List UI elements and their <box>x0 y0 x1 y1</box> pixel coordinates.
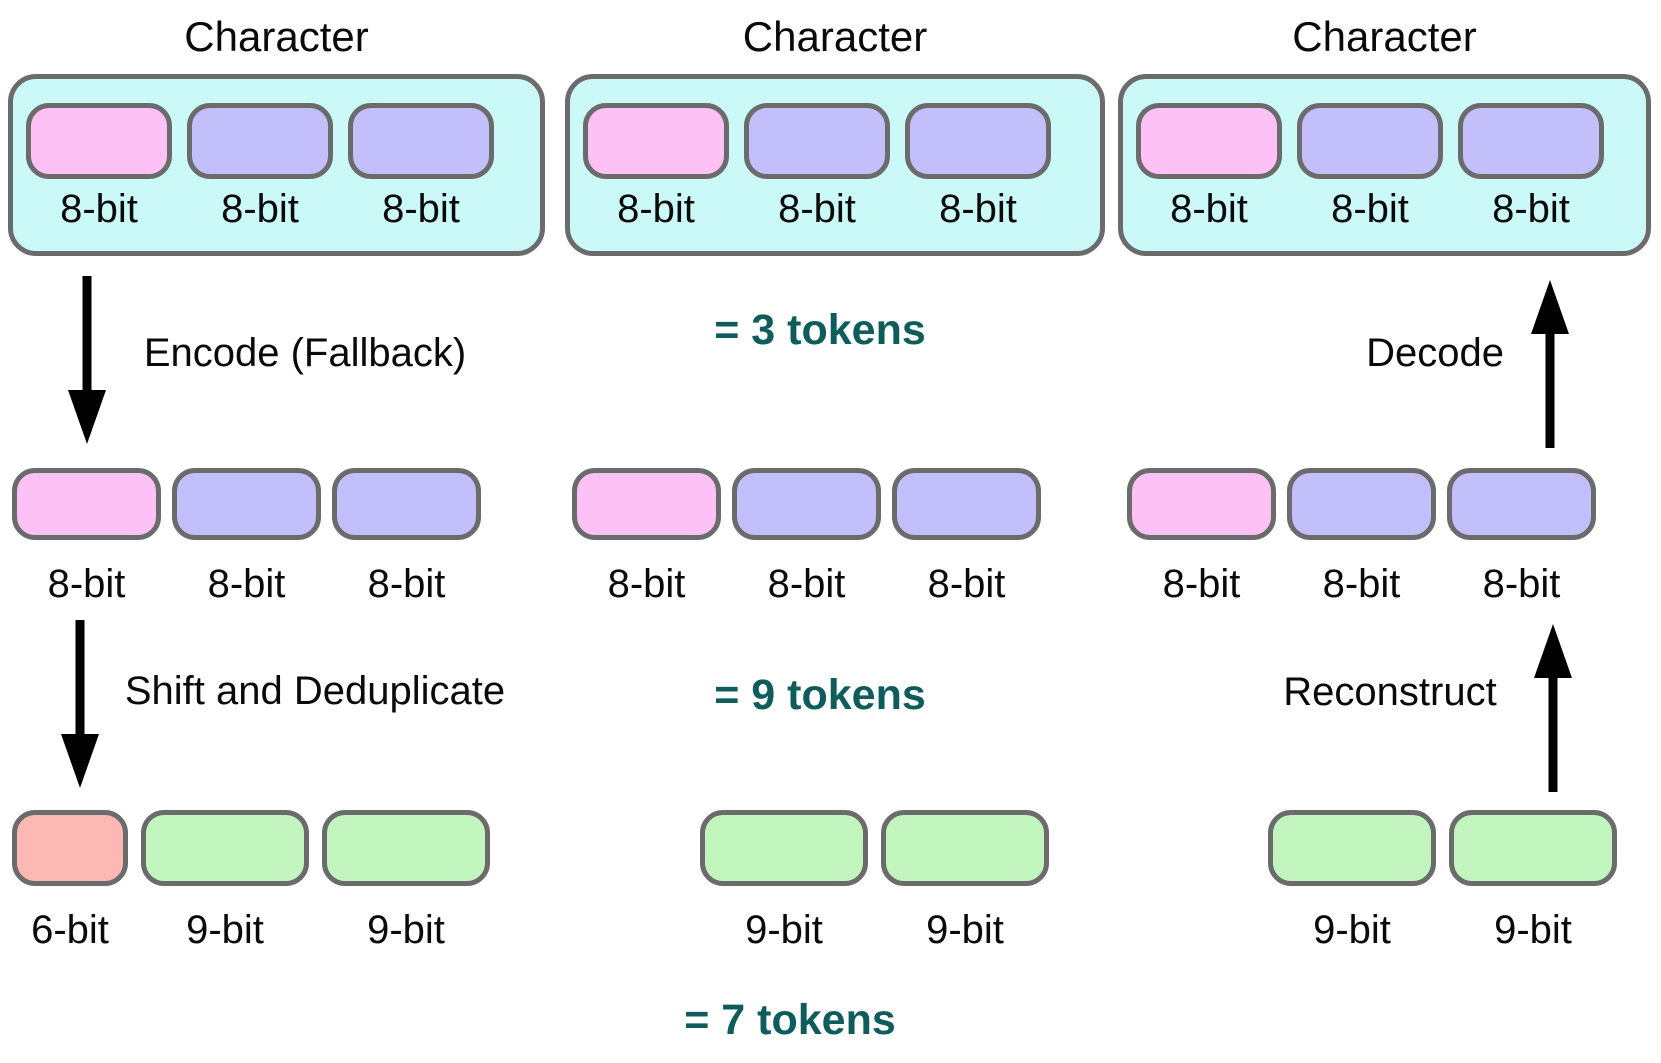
byte-group: 8-bit 8-bit 8-bit <box>572 468 1041 607</box>
byte-group: 9-bit 9-bit <box>700 810 1049 953</box>
byte-pill-label: 9-bit <box>1313 908 1391 952</box>
byte-pill <box>348 103 494 179</box>
byte-cell: 8-bit <box>1287 468 1436 607</box>
byte-group: 8-bit 8-bit 8-bit <box>12 468 481 607</box>
byte-cell: 8-bit <box>583 103 729 232</box>
character-box: 8-bit 8-bit 8-bit <box>1118 74 1651 256</box>
byte-cell: 8-bit <box>1458 103 1604 232</box>
byte-cell: 8-bit <box>187 103 333 232</box>
byte-pill <box>26 103 172 179</box>
byte-cell: 8-bit <box>1297 103 1443 232</box>
byte-cell: 8-bit <box>572 468 721 607</box>
byte-pill <box>892 468 1041 540</box>
shift-arrow-icon <box>61 620 99 788</box>
byte-pill <box>881 810 1049 886</box>
byte-pill <box>1449 810 1617 886</box>
decode-arrow-icon <box>1531 280 1569 448</box>
byte-cell: 8-bit <box>1136 103 1282 232</box>
byte-group: 8-bit 8-bit 8-bit <box>1127 468 1596 607</box>
byte-cell: 9-bit <box>322 810 490 953</box>
byte-pill <box>1287 468 1436 540</box>
byte-pill-label: 8-bit <box>1492 187 1570 231</box>
byte-cell: 8-bit <box>892 468 1041 607</box>
byte-pill <box>583 103 729 179</box>
reconstruct-arrow-icon <box>1534 624 1572 792</box>
character-box: 8-bit 8-bit 8-bit <box>565 74 1105 256</box>
byte-pill-label: 8-bit <box>1482 562 1561 606</box>
byte-cell: 8-bit <box>12 468 161 607</box>
encode-arrow-label: Encode (Fallback) <box>143 331 467 375</box>
byte-cell: 9-bit <box>1449 810 1617 953</box>
byte-pill-label: 9-bit <box>926 908 1004 952</box>
character-box: 8-bit 8-bit 8-bit <box>8 74 545 256</box>
byte-pill-label: 8-bit <box>207 562 286 606</box>
byte-pill-label: 8-bit <box>382 187 460 231</box>
byte-pill <box>1458 103 1604 179</box>
byte-pill-label: 8-bit <box>1162 562 1241 606</box>
byte-pill <box>744 103 890 179</box>
byte-pill <box>172 468 321 540</box>
byte-pill-label: 6-bit <box>31 908 109 952</box>
character-title: Character <box>742 13 928 60</box>
byte-pill <box>1447 468 1596 540</box>
reconstruct-arrow-label: Reconstruct <box>1283 670 1497 714</box>
byte-pill-label: 8-bit <box>60 187 138 231</box>
byte-pill-label: 8-bit <box>1170 187 1248 231</box>
byte-pill-label: 9-bit <box>1494 908 1572 952</box>
byte-cell: 9-bit <box>141 810 309 953</box>
byte-pill-label: 9-bit <box>745 908 823 952</box>
byte-pill <box>12 810 128 886</box>
byte-pill-label: 9-bit <box>186 908 264 952</box>
byte-pill-label: 9-bit <box>367 908 445 952</box>
byte-pill <box>1136 103 1282 179</box>
byte-pill-label: 8-bit <box>367 562 446 606</box>
byte-pill <box>322 810 490 886</box>
byte-cell: 8-bit <box>744 103 890 232</box>
shift-arrow-label: Shift and Deduplicate <box>124 669 506 713</box>
encode-arrow-icon <box>68 276 106 444</box>
byte-cell: 8-bit <box>26 103 172 232</box>
character-title: Character <box>1292 13 1477 60</box>
byte-pill <box>1127 468 1276 540</box>
byte-group: 9-bit 9-bit <box>1268 810 1617 953</box>
byte-pill <box>1297 103 1443 179</box>
byte-cell: 8-bit <box>1447 468 1596 607</box>
byte-cell: 9-bit <box>700 810 868 953</box>
byte-cell: 8-bit <box>1127 468 1276 607</box>
byte-pill-label: 8-bit <box>1331 187 1409 231</box>
byte-cell: 9-bit <box>881 810 1049 953</box>
byte-pill-label: 8-bit <box>47 562 126 606</box>
byte-cell: 8-bit <box>332 468 481 607</box>
byte-pill-label: 8-bit <box>939 187 1017 231</box>
byte-cell: 9-bit <box>1268 810 1436 953</box>
byte-pill <box>905 103 1051 179</box>
byte-pill <box>1268 810 1436 886</box>
byte-pill <box>700 810 868 886</box>
byte-pill <box>12 468 161 540</box>
byte-pill <box>141 810 309 886</box>
byte-cell: 8-bit <box>905 103 1051 232</box>
token-count-top: = 3 tokens <box>714 306 926 354</box>
byte-pill-label: 8-bit <box>617 187 695 231</box>
byte-pill-label: 8-bit <box>607 562 686 606</box>
byte-group: 6-bit 9-bit 9-bit <box>12 810 490 953</box>
token-count-middle: = 9 tokens <box>714 671 926 719</box>
byte-pill <box>332 468 481 540</box>
byte-pill-label: 8-bit <box>767 562 846 606</box>
decode-arrow-label: Decode <box>1366 331 1504 375</box>
byte-pill-label: 8-bit <box>221 187 299 231</box>
character-title: Character <box>184 13 369 60</box>
byte-pill <box>572 468 721 540</box>
byte-cell: 8-bit <box>732 468 881 607</box>
byte-cell: 8-bit <box>348 103 494 232</box>
byte-pill-label: 8-bit <box>927 562 1006 606</box>
byte-pill <box>187 103 333 179</box>
byte-pill <box>732 468 881 540</box>
byte-pill-label: 8-bit <box>1322 562 1401 606</box>
byte-cell: 6-bit <box>12 810 128 953</box>
byte-cell: 8-bit <box>172 468 321 607</box>
token-count-bottom: = 7 tokens <box>684 996 896 1044</box>
byte-pill-label: 8-bit <box>778 187 856 231</box>
